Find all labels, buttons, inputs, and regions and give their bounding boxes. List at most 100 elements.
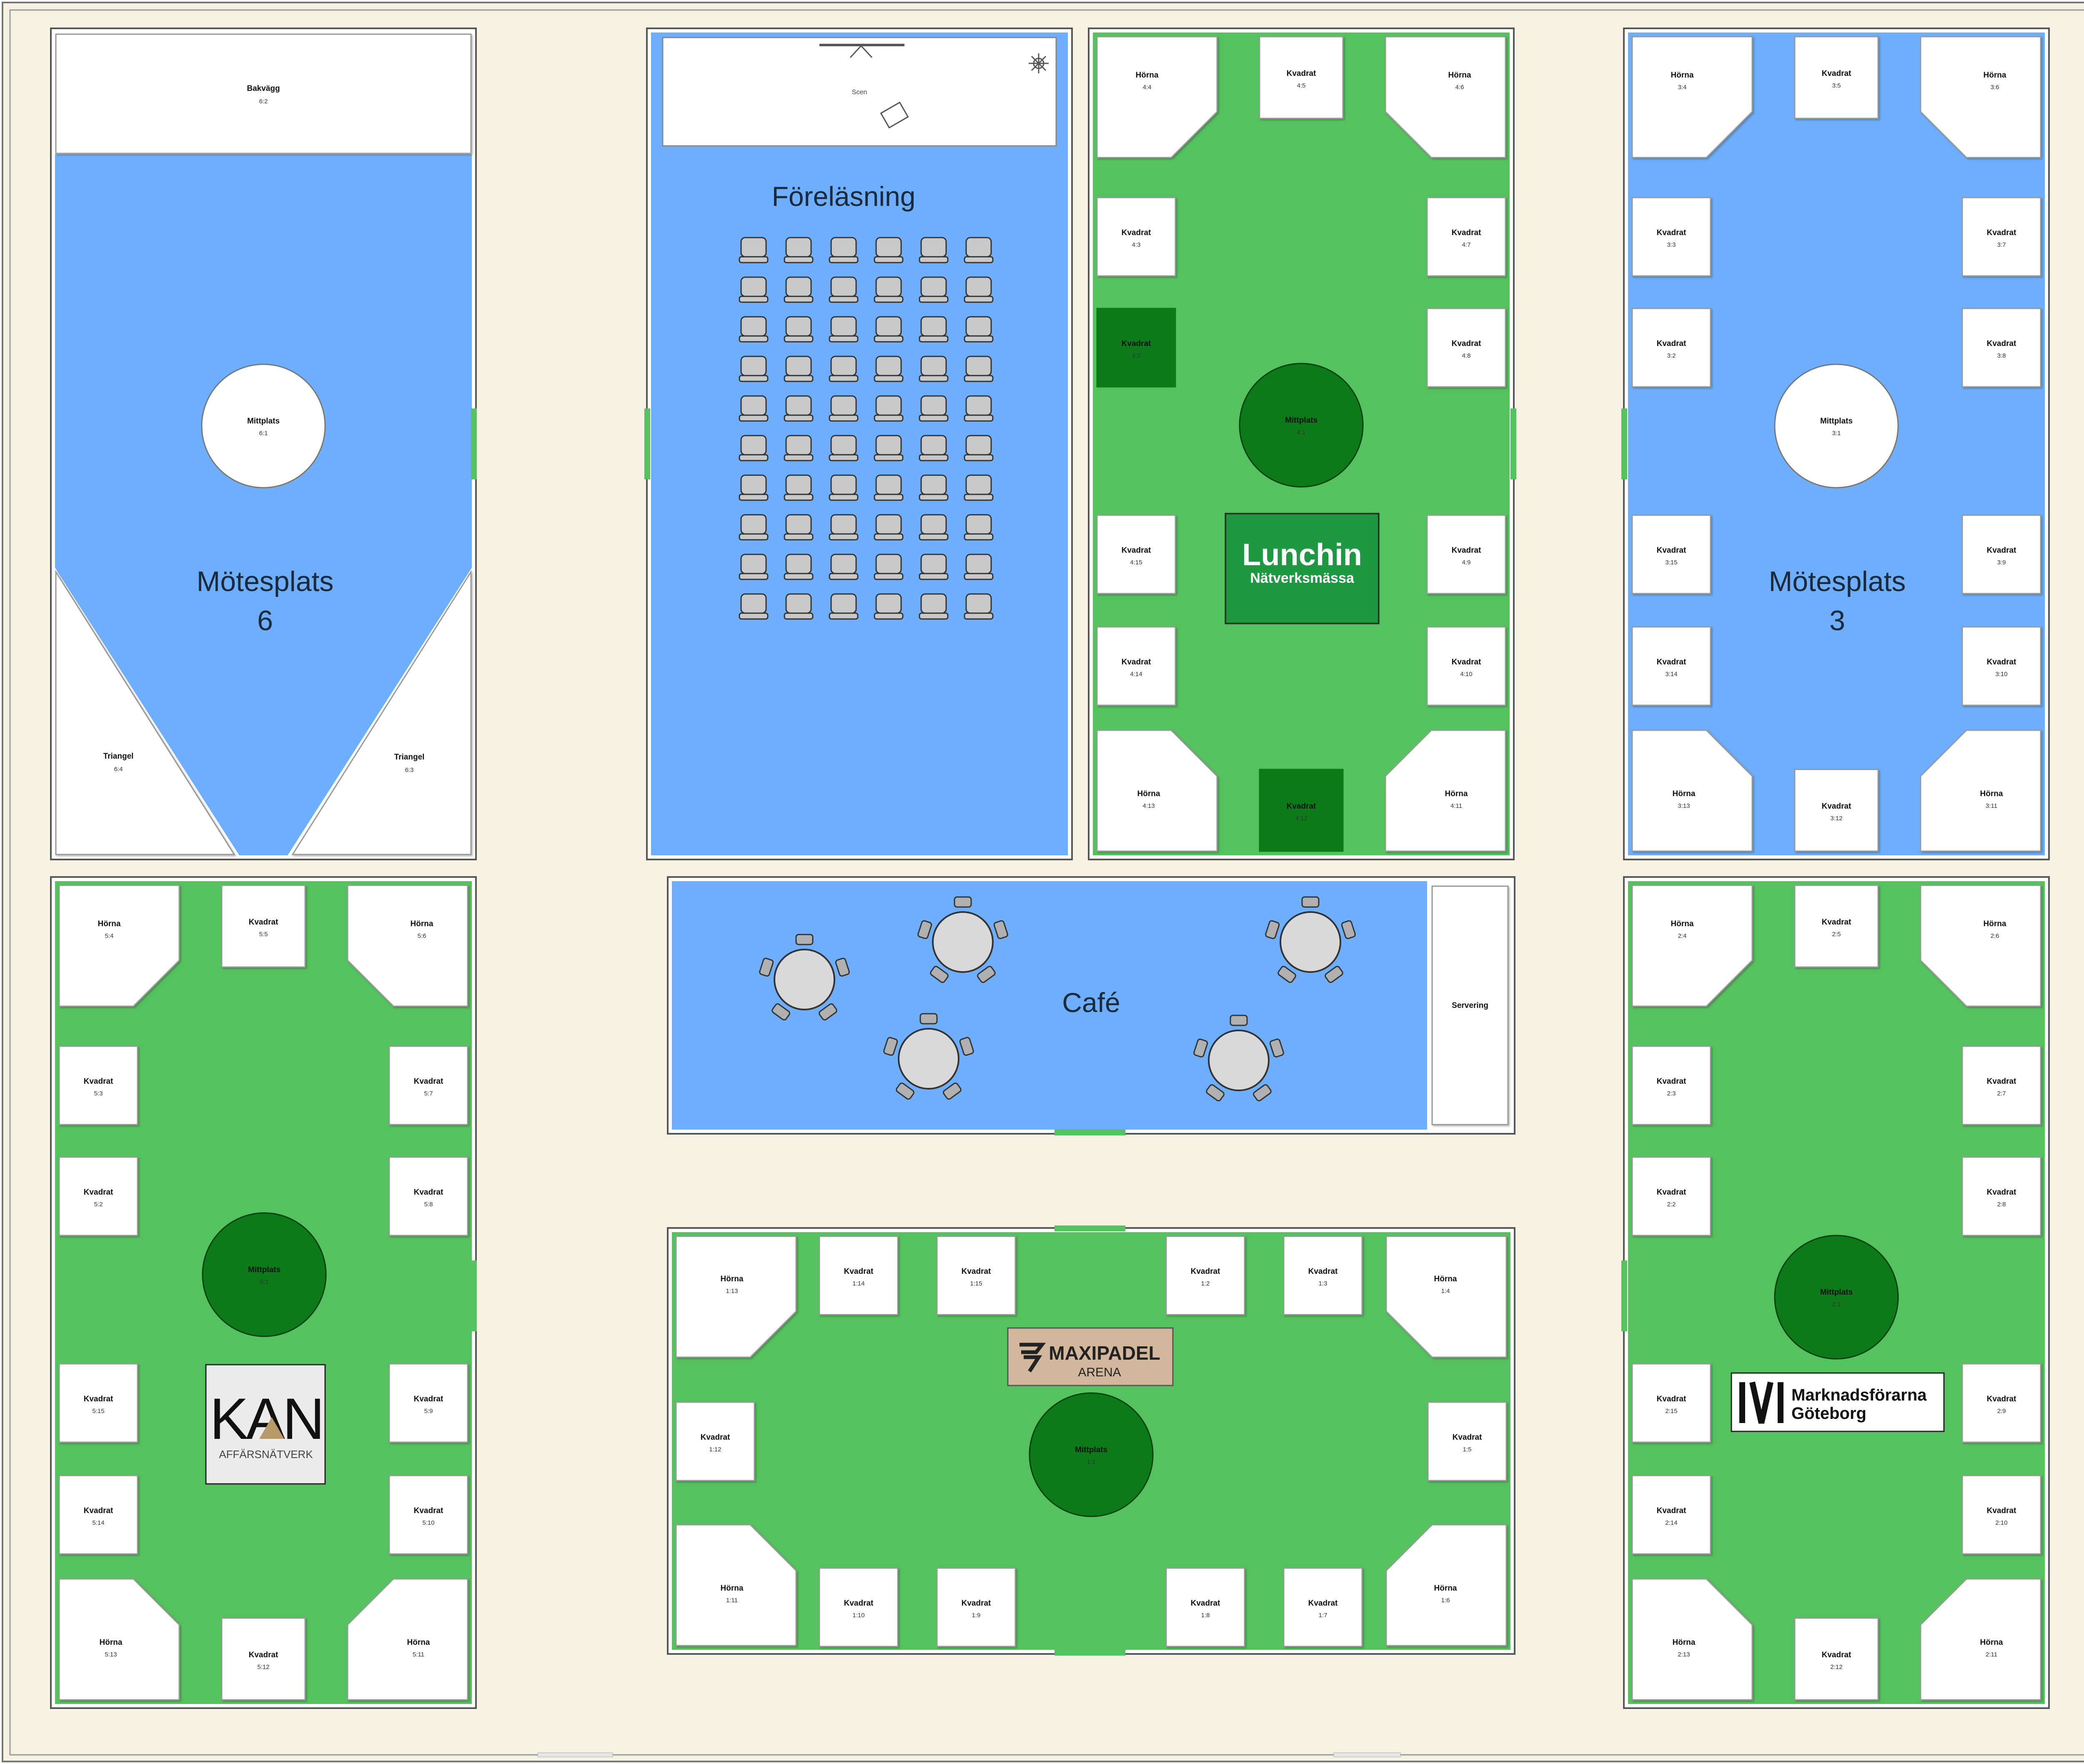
chair-icon[interactable] — [874, 316, 904, 343]
chair-icon[interactable] — [784, 554, 814, 580]
hall-2-door[interactable] — [1621, 1260, 1627, 1331]
hall-1-door-top[interactable] — [1055, 1225, 1125, 1231]
chair-icon[interactable] — [784, 276, 814, 303]
chair-icon[interactable] — [829, 514, 859, 541]
chair-icon[interactable] — [919, 237, 949, 263]
chair-icon[interactable] — [829, 316, 859, 343]
chair-icon[interactable] — [829, 474, 859, 501]
chair-icon[interactable] — [739, 356, 769, 382]
chair-icon[interactable] — [874, 554, 904, 580]
chair-icon[interactable] — [829, 395, 859, 422]
entrance-door-left[interactable] — [537, 1752, 613, 1757]
zone-6-door[interactable] — [471, 408, 477, 479]
hall-5-door[interactable] — [471, 1260, 477, 1331]
chair-icon[interactable] — [739, 316, 769, 343]
chair-icon[interactable] — [874, 474, 904, 501]
chair-icon[interactable] — [784, 514, 814, 541]
entrance-door-right[interactable] — [1333, 1752, 1401, 1757]
chair-icon[interactable] — [874, 395, 904, 422]
chair-icon[interactable] — [784, 356, 814, 382]
chair-icon[interactable] — [829, 356, 859, 382]
round-table-icon[interactable] — [1193, 1015, 1284, 1102]
chair-icon[interactable] — [739, 593, 769, 620]
chair-icon[interactable] — [919, 514, 949, 541]
chair-icon[interactable] — [964, 395, 994, 422]
chair-icon[interactable] — [964, 237, 994, 263]
hall-4-door[interactable] — [1510, 408, 1516, 479]
chair-icon[interactable] — [829, 435, 859, 461]
round-table-icon[interactable] — [759, 934, 850, 1021]
chair-icon[interactable] — [874, 237, 904, 263]
chair-icon[interactable] — [874, 356, 904, 382]
round-table-icon[interactable] — [917, 896, 1008, 983]
chair-icon[interactable] — [874, 593, 904, 620]
chair-icon[interactable] — [829, 276, 859, 303]
chair-icon[interactable] — [919, 435, 949, 461]
chair-icon[interactable] — [784, 593, 814, 620]
chair-icon[interactable] — [919, 554, 949, 580]
chair-icon[interactable] — [739, 435, 769, 461]
chair-icon[interactable] — [739, 395, 769, 422]
chair-icon[interactable] — [739, 276, 769, 303]
chair-icon[interactable] — [784, 435, 814, 461]
chair-icon[interactable] — [739, 554, 769, 580]
chair-icon[interactable] — [919, 316, 949, 343]
chair-icon[interactable] — [919, 276, 949, 303]
servering-counter[interactable]: Servering — [1431, 885, 1509, 1125]
booth-mittplats-1-1[interactable]: Mittplats 1:1 — [1029, 1392, 1154, 1517]
chair-icon[interactable] — [964, 356, 994, 382]
stage[interactable]: Scen — [662, 37, 1057, 147]
booth-bakvagg[interactable]: Bakvägg 6:2 — [55, 33, 472, 154]
chair-icon[interactable] — [739, 514, 769, 541]
booth-mittplats-2-1[interactable]: Mittplats 2:1 — [1774, 1235, 1899, 1360]
chair-icon[interactable] — [919, 356, 949, 382]
